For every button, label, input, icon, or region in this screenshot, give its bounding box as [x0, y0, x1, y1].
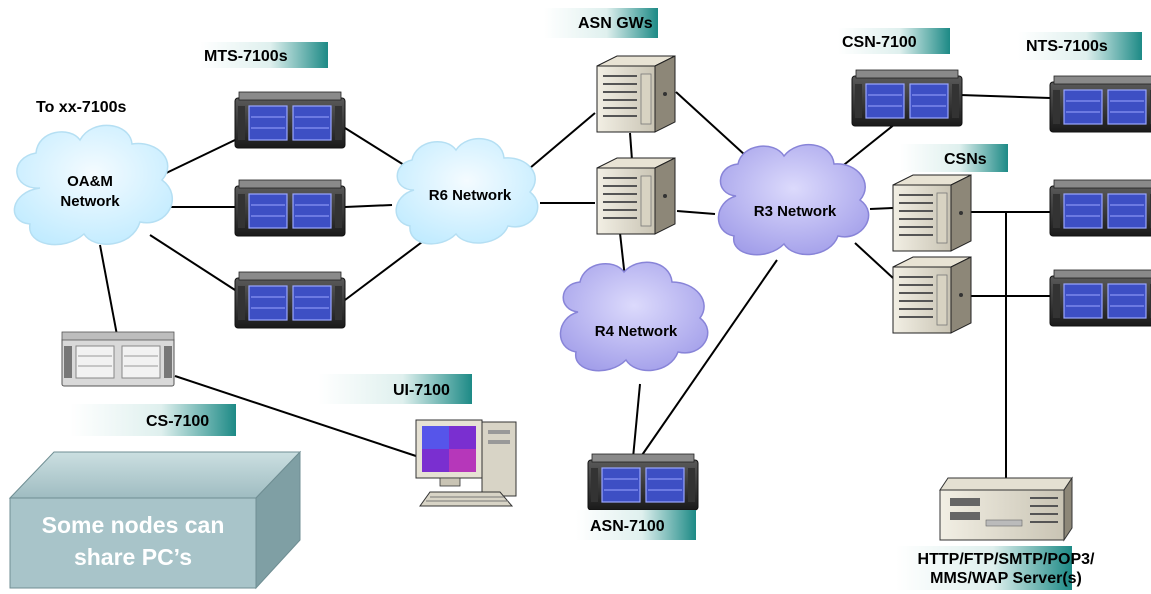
r3-network-label: R3 Network	[754, 203, 837, 220]
asn-7100-server	[587, 453, 699, 511]
ui-7100-pc	[415, 419, 517, 507]
note-box: Some nodes can share PC’s	[8, 450, 302, 590]
svg-text:MTS-7100s: MTS-7100s	[204, 48, 288, 65]
svg-text:ASN-7100: ASN-7100	[590, 518, 665, 535]
oam-network-label-line2: Network	[60, 193, 120, 210]
cs-7100-server	[61, 331, 175, 387]
to-xx-label: To xx-7100s	[36, 99, 127, 116]
csn-7100-label: CSN-7100	[838, 28, 950, 54]
cs-7100-label: CS-7100	[70, 404, 236, 436]
link-r3-csn1	[869, 207, 894, 210]
link-r6-asngw1	[529, 112, 596, 169]
server-label-line1: HTTP/FTP/SMTP/POP3/	[918, 551, 1095, 568]
link-mts2-r6	[344, 204, 393, 208]
application-server	[939, 476, 1073, 542]
server-label-line2: MMS/WAP Server(s)	[930, 570, 1082, 587]
ui-7100-label: UI-7100	[318, 374, 472, 404]
link-asngw2-r3	[676, 210, 716, 215]
asn-gw-server-2	[596, 157, 676, 235]
oam-network-label-line1: OA&M	[67, 173, 113, 190]
link-csn-nts	[959, 94, 1051, 99]
asn-gws-label: ASN GWs	[544, 8, 658, 38]
r3-network-cloud: R3 Network	[717, 143, 870, 256]
mts-label: MTS-7100s	[200, 42, 328, 68]
mts-server-1	[234, 91, 346, 149]
csn-server-2	[892, 256, 972, 334]
csns-label: CSNs	[900, 144, 1008, 172]
nts-server-1	[1049, 75, 1151, 133]
link-r3-csn2	[854, 242, 894, 279]
link-asngw2-r4	[619, 232, 626, 279]
svg-text:NTS-7100s: NTS-7100s	[1026, 38, 1108, 55]
link-r3-csn	[839, 119, 901, 169]
link-r4-asn	[632, 383, 641, 459]
asn-7100-label: ASN-7100	[576, 510, 696, 540]
note-line1: Some nodes can	[42, 512, 225, 538]
mts-server-3	[234, 271, 346, 329]
svg-text:ASN GWs: ASN GWs	[578, 15, 653, 32]
nts-label: NTS-7100s	[1018, 32, 1142, 60]
r4-network-label: R4 Network	[595, 323, 678, 340]
asn-gw-server-1	[596, 55, 676, 133]
link-oam-mts3	[149, 234, 236, 291]
oam-network-cloud: OA&M Network	[13, 124, 173, 246]
csn-7100-server	[851, 69, 963, 127]
link-oam-mts1	[159, 139, 236, 177]
link-asngw1-asngw2	[629, 132, 633, 161]
nts-server-2	[1049, 179, 1151, 237]
r6-network-label: R6 Network	[429, 187, 512, 204]
application-server-label: HTTP/FTP/SMTP/POP3/ MMS/WAP Server(s)	[896, 546, 1095, 590]
mts-server-2	[234, 179, 346, 237]
svg-text:UI-7100: UI-7100	[393, 382, 450, 399]
connections	[99, 91, 1051, 478]
note-line2: share PC’s	[74, 544, 192, 570]
link-mts3-r6	[344, 235, 431, 301]
svg-text:CS-7100: CS-7100	[146, 413, 209, 430]
r6-network-cloud: R6 Network	[395, 137, 539, 245]
svg-text:CSNs: CSNs	[944, 151, 987, 168]
r4-network-cloud: R4 Network	[559, 261, 709, 372]
svg-text:CSN-7100: CSN-7100	[842, 34, 917, 51]
link-mts1-r6	[344, 127, 413, 171]
link-r3-asn	[639, 259, 778, 459]
link-cs-ui	[174, 375, 423, 459]
nts-server-3	[1049, 269, 1151, 327]
link-oam-cs	[99, 244, 118, 336]
csn-server-1	[892, 174, 972, 252]
